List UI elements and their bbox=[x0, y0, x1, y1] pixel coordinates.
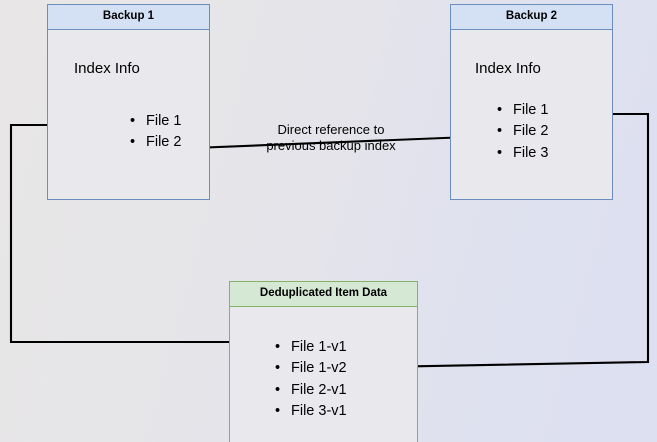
edge-label-direct-reference: Direct reference to previous backup inde… bbox=[266, 122, 396, 153]
list-item: File 1-v2 bbox=[275, 358, 347, 380]
list-item: File 2 bbox=[497, 121, 548, 143]
list-item: File 1 bbox=[130, 111, 181, 133]
node-backup-2[interactable]: Backup 2 Index Info File 1 File 2 File 3 bbox=[450, 4, 613, 200]
list-item: File 2-v1 bbox=[275, 380, 347, 402]
list-item: File 2 bbox=[130, 132, 181, 154]
node-backup-1[interactable]: Backup 1 Index Info File 1 File 2 bbox=[47, 4, 210, 200]
list-item: File 1 bbox=[497, 100, 548, 122]
node-deduplicated-item-data-header: Deduplicated Item Data bbox=[230, 282, 417, 307]
node-backup-2-header: Backup 2 bbox=[451, 5, 612, 30]
node-deduplicated-item-data[interactable]: Deduplicated Item Data File 1-v1 File 1-… bbox=[229, 281, 418, 442]
node-backup-1-header: Backup 1 bbox=[48, 5, 209, 30]
node-backup-2-body: Index Info File 1 File 2 File 3 bbox=[451, 30, 612, 200]
node-backup-1-body: Index Info File 1 File 2 bbox=[48, 30, 209, 200]
backup-2-index-info-label: Index Info bbox=[475, 59, 541, 77]
dedup-file-list: File 1-v1 File 1-v2 File 2-v1 File 3-v1 bbox=[275, 337, 347, 423]
backup-1-file-list: File 1 File 2 bbox=[130, 111, 181, 154]
list-item: File 1-v1 bbox=[275, 337, 347, 359]
list-item: File 3 bbox=[497, 143, 548, 165]
backup-1-index-info-label: Index Info bbox=[74, 59, 140, 77]
list-item: File 3-v1 bbox=[275, 401, 347, 423]
node-deduplicated-item-data-body: File 1-v1 File 1-v2 File 2-v1 File 3-v1 bbox=[230, 307, 417, 442]
backup-2-file-list: File 1 File 2 File 3 bbox=[497, 100, 548, 165]
